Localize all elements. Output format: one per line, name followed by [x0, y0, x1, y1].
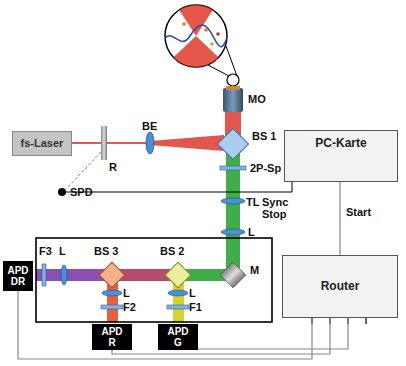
laser-cone [160, 36, 232, 70]
lens [61, 265, 67, 285]
sync-wire [66, 182, 292, 192]
lens [221, 229, 245, 235]
part-label: MO [248, 93, 266, 105]
molecule-dot [182, 22, 186, 26]
molecule-dot [210, 42, 214, 46]
detector-box: APD G [158, 324, 198, 350]
lens [102, 290, 122, 296]
part-label: BE [142, 120, 157, 132]
detector-box: APD DR [3, 261, 33, 291]
beam-expander [146, 132, 154, 154]
part-label: M [250, 264, 259, 276]
part-label: BS 2 [160, 245, 184, 257]
inset-leader [208, 65, 229, 76]
router-port [365, 318, 367, 324]
part-label: F3 [39, 245, 52, 257]
part-label: BS 3 [94, 245, 118, 257]
part-label: BS 1 [252, 130, 276, 142]
red-channel-beam [107, 283, 118, 322]
filter [101, 305, 123, 309]
photodiode [58, 188, 66, 196]
lens [168, 290, 188, 296]
node-label: PC-Karte [315, 137, 366, 150]
node-label: Router [321, 280, 360, 293]
molecule-dot [216, 32, 220, 36]
part-label: SPD [70, 186, 93, 198]
node-label: APD DR [6, 265, 30, 287]
objective-ring [226, 86, 240, 90]
part-label: L [189, 287, 196, 299]
node-label: APD G [165, 326, 191, 348]
signal-label: Start [346, 206, 371, 218]
node-label: fs-Laser [21, 137, 64, 149]
part-label: TL [246, 196, 259, 208]
part-label: L [248, 226, 255, 238]
part-label: F2 [123, 301, 136, 313]
computer-card: PC-Karte [284, 130, 398, 182]
filter [167, 305, 189, 309]
part-label: F1 [189, 301, 202, 313]
part-label: 2P-Sp [250, 162, 281, 174]
laser-beam [72, 142, 150, 144]
node-label: APD R [99, 326, 125, 348]
part-label: L [123, 287, 130, 299]
filter [220, 166, 246, 170]
green-channel-beam [173, 283, 184, 322]
molecule-trace [164, 25, 230, 47]
beam-splitter [217, 128, 248, 159]
beam-splitter [165, 262, 190, 287]
molecule-dot [204, 28, 208, 32]
pickoff-beam [66, 152, 101, 189]
expanded-beam [150, 135, 224, 151]
beam-splitter [99, 262, 124, 287]
laser-cone [174, 2, 218, 36]
inset-leader [226, 46, 237, 76]
filter [42, 264, 46, 286]
router-box: Router [282, 255, 398, 318]
part-label: Sync Stop [262, 196, 292, 220]
mirror-m [220, 262, 245, 287]
mirror-r [101, 126, 107, 160]
focus-inset [160, 2, 232, 70]
signal-cable [339, 182, 340, 255]
part-label: R [109, 161, 117, 173]
laser-box: fs-Laser [12, 131, 72, 156]
objective [223, 88, 243, 112]
tube-lens [221, 198, 245, 204]
part-label: L [59, 245, 66, 257]
detection-housing [36, 238, 272, 322]
focus-marker [227, 74, 239, 86]
signal-cable [178, 318, 348, 350]
detector-box: APD R [92, 324, 132, 350]
